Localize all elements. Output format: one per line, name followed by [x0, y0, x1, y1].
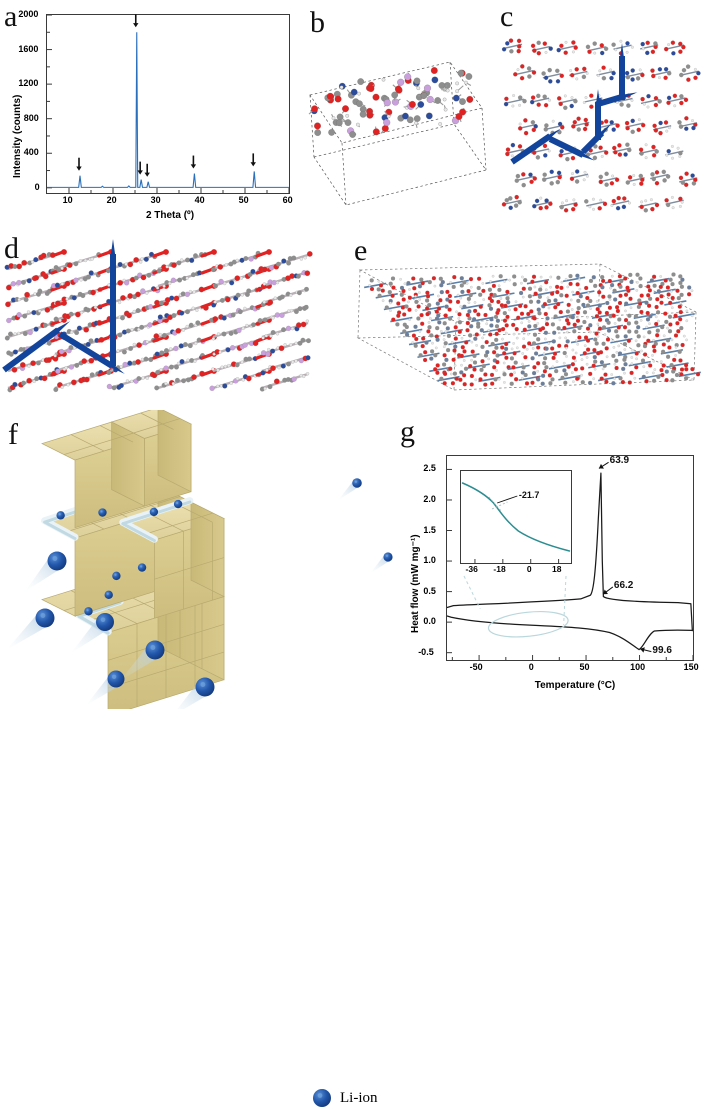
- panel-g-x-tick: 50: [579, 662, 589, 672]
- panel-g-inset-x-tick: -18: [493, 564, 505, 574]
- panel-g-annotation-99-6: 99.6: [652, 645, 671, 656]
- panel-a-xrd-trace: [47, 15, 289, 193]
- panel-g-y-tick: 2.0: [423, 494, 436, 504]
- panel-g-y-axis-title: Heat flow (mW mg⁻¹): [410, 534, 421, 633]
- panel-e-in-plane-layer: e: [352, 230, 708, 410]
- panel-g-dsc: g Heat flow (mW mg⁻¹) -0.5 0.0 0.5 1.0 1.5 2.…: [400, 415, 708, 709]
- panel-g-label: g: [400, 417, 415, 447]
- panel-a-x-tick: 10: [63, 195, 73, 205]
- panel-f-label: f: [8, 420, 18, 450]
- panel-g-y-tick: -0.5: [418, 647, 434, 657]
- panel-g-inset-annotation-tg: -21.7: [519, 490, 540, 500]
- panel-a-plot-area: [46, 14, 290, 194]
- panel-d-layer-stack: d: [0, 230, 352, 410]
- panel-g-inset-x-tick: 18: [552, 564, 561, 574]
- panel-g-x-tick: 0: [529, 662, 534, 672]
- panel-g-x-tick: 100: [630, 662, 645, 672]
- li-ion-legend-marker: [310, 1086, 334, 1110]
- panel-d-structure-graphic: [0, 230, 352, 410]
- panel-b-label: b: [310, 8, 325, 38]
- panel-a-y-tick: 1200: [18, 78, 38, 88]
- panel-g-inset-x-tick: -36: [466, 564, 478, 574]
- panel-c-structure-graphic: [480, 0, 708, 228]
- panel-f-schematic: f: [0, 410, 400, 709]
- panel-a-x-axis-title: 2 Theta (º): [110, 210, 230, 221]
- panel-b-unit-cell: b: [300, 0, 490, 228]
- panel-a-x-tick: 60: [283, 195, 293, 205]
- panel-g-annotation-63-9: 63.9: [610, 455, 629, 466]
- panel-g-inset-x-tick: 0: [527, 564, 532, 574]
- panel-b-structure-graphic: [300, 0, 490, 228]
- panel-a-xrd: a Intensity (counts) 0 400 800 1200 1600 2000…: [0, 0, 300, 228]
- panel-g-inset-trace: [461, 471, 571, 563]
- panel-c-lattice-pathway: c: [480, 0, 708, 228]
- panel-g-y-tick: 0.0: [423, 616, 436, 626]
- panel-a-y-tick: 2000: [18, 9, 38, 19]
- panel-e-structure-graphic: [352, 230, 708, 410]
- panel-d-label: d: [4, 234, 19, 264]
- panel-g-annotation-66-2: 66.2: [614, 580, 633, 591]
- panel-g-y-tick: 0.5: [423, 586, 436, 596]
- panel-e-label: e: [354, 236, 367, 266]
- panel-a-y-tick: 1600: [18, 44, 38, 54]
- panel-c-label: c: [500, 2, 513, 32]
- panel-a-y-tick: 0: [35, 182, 40, 192]
- panel-a-x-tick: 20: [107, 195, 117, 205]
- panel-g-x-axis-title: Temperature (°C): [510, 680, 640, 691]
- panel-a-x-tick: 30: [151, 195, 161, 205]
- panel-a-x-tick: 40: [195, 195, 205, 205]
- panel-g-x-tick: -50: [470, 662, 483, 672]
- panel-g-y-tick: 1.0: [423, 555, 436, 565]
- li-ion-legend-label: Li-ion: [340, 1090, 378, 1107]
- panel-g-y-tick: 2.5: [423, 463, 436, 473]
- panel-a-label: a: [4, 2, 17, 32]
- panel-g-x-tick: 150: [684, 662, 699, 672]
- panel-a-x-tick: 50: [239, 195, 249, 205]
- panel-g-y-tick: 1.5: [423, 525, 436, 535]
- panel-a-y-tick: 800: [24, 113, 39, 123]
- panel-a-y-axis-title: Intensity (counts): [12, 95, 23, 178]
- panel-g-inset-plot: [460, 470, 572, 564]
- panel-a-y-tick: 400: [24, 147, 39, 157]
- panel-f-block-graphic: [0, 410, 400, 709]
